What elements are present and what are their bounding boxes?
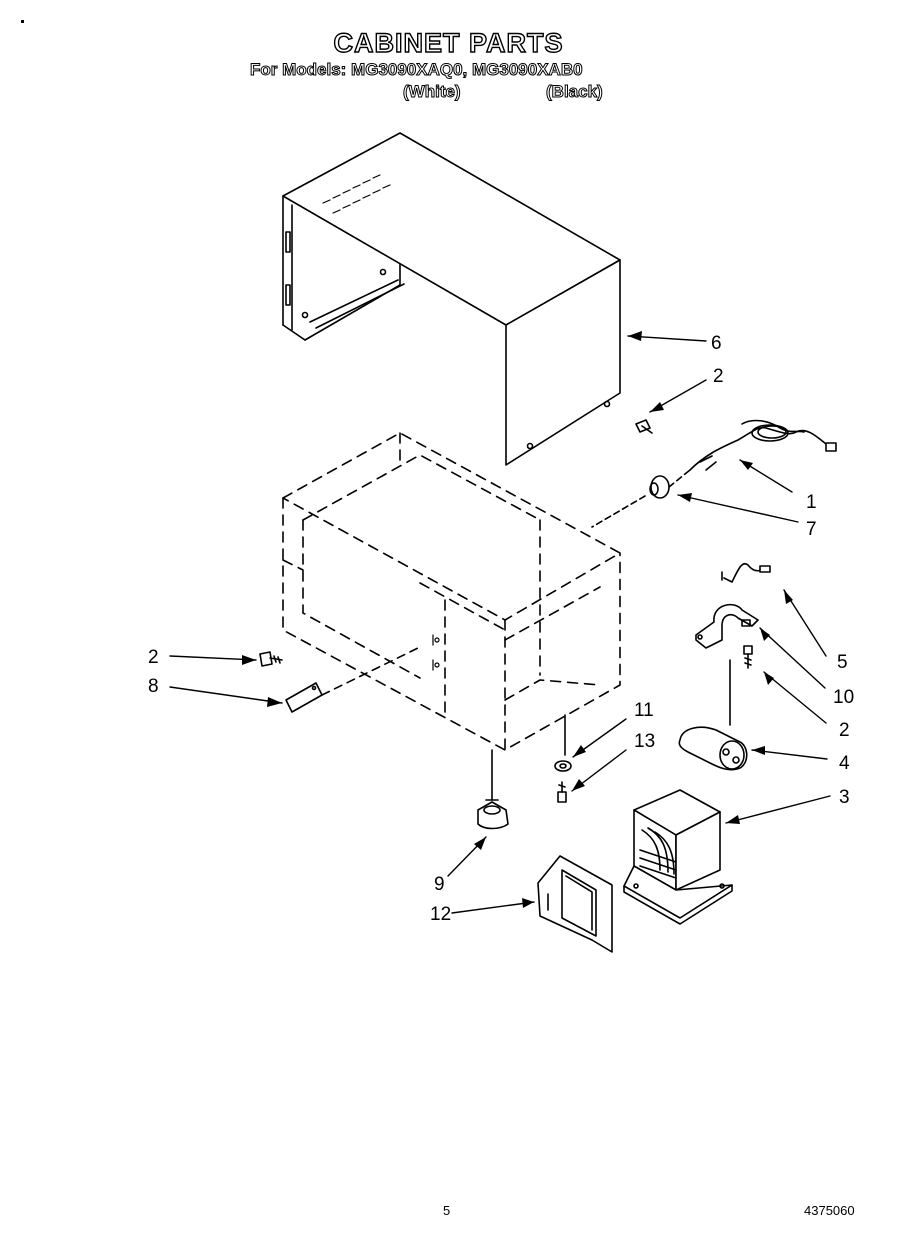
callout-numbers: 6 2 1 7 5 10 2 4 3 2 8 11 13 9 12 bbox=[148, 333, 854, 925]
screw-part-13 bbox=[557, 781, 567, 803]
cabinet-wrapper-part bbox=[282, 132, 621, 466]
scan-speck bbox=[21, 20, 24, 23]
transformer-part-3 bbox=[623, 789, 733, 925]
screw-part-2-left bbox=[259, 651, 283, 667]
callout-4: 4 bbox=[839, 753, 850, 774]
callout-5: 5 bbox=[837, 652, 848, 673]
page-number: 5 bbox=[443, 1203, 451, 1218]
grommet-part-7 bbox=[591, 469, 691, 528]
variant-white-label: (White) bbox=[403, 82, 462, 102]
callout-2: 2 bbox=[148, 647, 159, 668]
leader-lines bbox=[169, 335, 831, 914]
variant-black-label: (Black) bbox=[546, 82, 604, 102]
screw-part-2-middle bbox=[743, 645, 753, 669]
callout-6: 6 bbox=[711, 333, 722, 354]
power-cord-part-1 bbox=[689, 419, 837, 471]
plate-part-8 bbox=[285, 646, 421, 713]
callout-2: 2 bbox=[839, 720, 850, 741]
document-number: 4375060 bbox=[804, 1203, 855, 1218]
callout-8: 8 bbox=[148, 676, 159, 697]
screw-part-2-top bbox=[635, 419, 653, 434]
callout-10: 10 bbox=[833, 687, 854, 708]
cabinet-chassis-outline bbox=[282, 432, 621, 751]
callout-7: 7 bbox=[806, 519, 817, 540]
washer-part-11 bbox=[554, 714, 572, 772]
callout-2: 2 bbox=[713, 366, 724, 387]
callout-3: 3 bbox=[839, 787, 850, 808]
models-subtitle: For Models: MG3090XAQ0, MG3090XAB0 bbox=[250, 60, 584, 80]
callout-13: 13 bbox=[634, 731, 655, 752]
callout-1: 1 bbox=[806, 492, 817, 513]
callout-11: 11 bbox=[634, 700, 654, 721]
callout-9: 9 bbox=[434, 874, 445, 895]
capacitor-part-4 bbox=[678, 659, 748, 771]
cover-plate-part-12 bbox=[537, 855, 613, 953]
callout-12: 12 bbox=[430, 904, 451, 925]
wire-harness-part-5 bbox=[721, 563, 771, 583]
bracket-part-10 bbox=[695, 603, 759, 649]
foot-part-9 bbox=[477, 749, 509, 830]
leader-arrowheads bbox=[242, 331, 793, 908]
chassis-slots bbox=[432, 634, 440, 671]
page-title: CABINET PARTS bbox=[333, 27, 564, 58]
